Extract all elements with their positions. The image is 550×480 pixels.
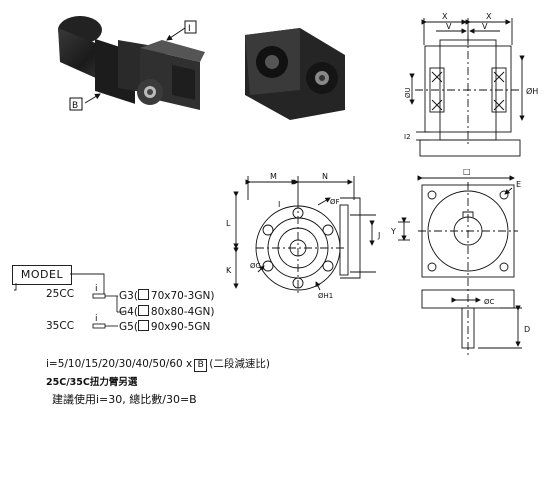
dim-x-left: X [442, 12, 448, 21]
dim-c: ØC [484, 298, 495, 306]
arrow-b-label: B [72, 101, 78, 111]
row-35cc-i: i [95, 314, 98, 324]
note-recommend-text: 建議使用i=30, 總比數/30=B [52, 393, 197, 406]
row-g5: G5( 90x90-5GN [119, 320, 210, 333]
top-view-drawing [409, 18, 525, 157]
row-35cc: 35CC [46, 320, 74, 332]
dim-g: ØG [250, 262, 261, 270]
dim-u: ØU [404, 87, 412, 98]
ratio-suffix: (二段減速比) [209, 358, 270, 370]
dim-n: N [322, 172, 328, 181]
arrow-b: B [69, 93, 101, 111]
dim-f: ØF [330, 198, 340, 206]
row-25cc: 25CC [46, 288, 74, 300]
row-g4: G4( 80x80-4GN) [119, 305, 214, 318]
ratio-b-box: B [194, 359, 208, 372]
g3-checkbox-box [137, 289, 149, 300]
i-label-2: i [95, 314, 98, 324]
dim-v-right: V [482, 22, 488, 31]
model-connectors [14, 273, 124, 329]
g5-code: G5( [119, 321, 138, 333]
arrow-i-label: I [188, 24, 191, 34]
dim-h1: ØH1 [318, 292, 333, 300]
model-title-box: MODEL [12, 265, 72, 285]
ratio-text: i=5/10/15/20/30/40/50/60 x [46, 358, 193, 370]
note-torque-arm-text: 25C/35C扭力臂另選 [46, 377, 138, 388]
dim-i: I [278, 200, 280, 209]
dim-h: ØH [526, 86, 538, 96]
row-35cc-prefix: 35CC [46, 320, 75, 332]
dim-i2: I2 [404, 133, 411, 141]
front-view-drawing [233, 176, 376, 296]
dim-k: K [226, 266, 232, 275]
arrow-i: I [166, 20, 197, 41]
side-view-drawing [398, 175, 522, 355]
g4-checkbox-box [137, 305, 149, 316]
note-torque-arm: 25C/35C扭力臂另選 [46, 374, 137, 388]
dim-d: D [524, 325, 530, 334]
g4-code: G4( [119, 306, 138, 318]
dim-l: L [226, 219, 231, 228]
g3-spec: 70x70-3GN) [150, 290, 215, 302]
dim-j: J [377, 231, 380, 240]
g5-spec: 90x90-5GN [150, 321, 211, 333]
dim-x-right: X [486, 12, 492, 21]
row-25cc-prefix: 25CC [46, 288, 75, 300]
gearbox-photo [245, 28, 345, 120]
note-recommend: 建議使用i=30, 總比數/30=B [52, 391, 197, 407]
gearmotor-photo [58, 16, 205, 110]
row-25cc-i: i [95, 284, 98, 294]
g4-spec: 80x80-4GN) [150, 306, 215, 318]
dim-v-left: V [446, 22, 452, 31]
dim-y: Y [390, 227, 396, 236]
dim-square: □ [463, 167, 471, 176]
g3-code: G3( [119, 290, 138, 302]
g5-checkbox-box [137, 320, 149, 331]
model-title: MODEL [20, 268, 64, 281]
dim-e: E [516, 180, 521, 189]
dim-m: M [270, 172, 277, 181]
row-g3: G3( 70x70-3GN) [119, 289, 214, 302]
i-label-1: i [95, 284, 98, 294]
